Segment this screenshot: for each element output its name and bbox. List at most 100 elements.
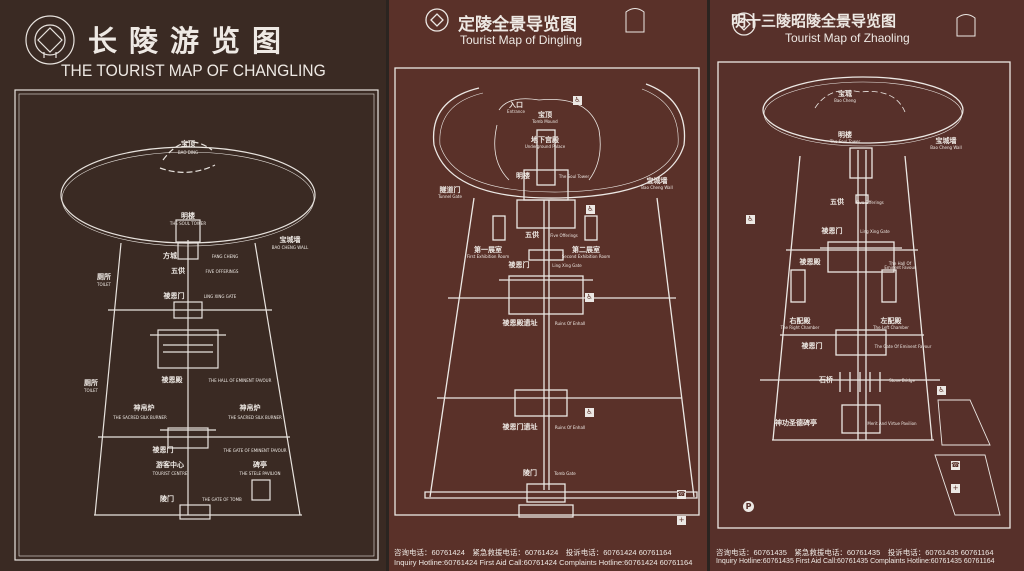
label-en: Tunnel Gate <box>438 194 462 199</box>
label-en: Ruins Of Enhall <box>554 321 586 326</box>
label-en: TOILET <box>84 388 98 393</box>
label-en: Tomb Gate <box>554 471 576 476</box>
label-cn: 明楼 <box>181 212 195 220</box>
label-en: Bao Cheng <box>834 98 856 103</box>
label-cn: 游客中心 <box>156 461 184 469</box>
page-title-en: THE TOURIST MAP OF CHANGLING <box>61 61 326 80</box>
dingling-sign: ♿︎ ♿ ♿ ♿ ☎ + 定陵全景导览图 Tourist Map of Ding… <box>389 0 707 571</box>
label-cn: 五供 <box>830 198 844 206</box>
label-en: The Right Chamber <box>780 325 820 330</box>
label-cn: 五供 <box>171 267 185 275</box>
page-title-en: Tourist Map of Zhaoling <box>785 31 910 45</box>
label-cn: 祾恩门 <box>152 446 174 454</box>
label-en: The Soul Tower <box>829 139 861 144</box>
page-title-cn: 长陵游览图 <box>88 24 294 58</box>
label-cn: 隧道门 <box>439 186 461 194</box>
label-cn: 地下宫殿 <box>531 136 559 144</box>
label-en: THE HALL OF EMINENT FAVOUR <box>208 378 272 383</box>
label-en: Underground Palace <box>524 144 566 149</box>
label-en: Ling Xing Gate <box>860 229 890 234</box>
label-cn: 石桥 <box>819 376 833 384</box>
toilet-icon: ♿︎ <box>573 96 582 105</box>
label-en: The Left Chamber <box>873 325 909 330</box>
footer-hotlines-en: Inquiry Hotline:60761424 First Aid Call:… <box>394 558 693 567</box>
label-cn: 左配殿 <box>880 317 902 325</box>
label-en: FIVE OFFERINGS <box>205 269 239 274</box>
label-cn: 碑亭 <box>253 461 267 469</box>
label-en: BAO CHENG WALL <box>271 245 309 250</box>
label-cn: 宝城墙 <box>935 137 957 145</box>
label-cn: 神帛炉 <box>133 404 155 412</box>
label-en: THE STELE PAVILION <box>239 471 281 476</box>
label-cn: 宝顶 <box>538 111 552 119</box>
label-cn: 第二展室 <box>572 246 600 254</box>
footer-hotlines-cn: 咨询电话：60761435 紧急救援电话：60761435 投诉电话：60761… <box>716 548 994 557</box>
label-en: The Hall Of Eminent Favour <box>884 261 916 270</box>
label-cn: 宝顶 <box>181 140 195 148</box>
label-cn: 方城 <box>163 252 177 260</box>
label-cn: 五供 <box>525 231 539 239</box>
footer-hotlines-en: Inquiry Hotline:60761435 First Aid Call:… <box>716 558 995 565</box>
label-cn: 祾恩门 <box>801 342 823 350</box>
label-en: FANG CHENG <box>211 254 239 259</box>
museum-logo <box>956 14 976 37</box>
label-en: THE SOUL TOWER <box>169 221 207 226</box>
label-en: THE SACRED SILK BURNER <box>113 415 167 420</box>
label-en: Tomb Mound <box>532 119 558 124</box>
world-heritage-emblem <box>425 8 449 32</box>
label-cn: 明楼 <box>838 131 852 139</box>
toilet-icon: ♿︎ <box>746 215 755 224</box>
label-en: TOURIST CENTRE <box>152 471 188 476</box>
label-cn: 神功圣德碑亭 <box>775 419 817 427</box>
first-aid-icon: + <box>951 484 960 493</box>
label-en: BAO DING <box>177 150 199 155</box>
page-title-en: Tourist Map of Dingling <box>460 33 583 47</box>
label-cn: 祾恩门遗址 <box>502 423 538 431</box>
world-heritage-emblem <box>732 12 756 36</box>
zhaoling-map-drawing <box>717 12 1011 529</box>
label-cn: 厕所 <box>84 379 98 387</box>
label-en: Five Offerings <box>856 200 884 205</box>
label-en: The Gate Of Eminent Favour <box>874 344 932 349</box>
parking-icon: P <box>743 501 754 512</box>
label-cn: 祾恩门 <box>821 227 843 235</box>
label-en: Five Offerings <box>550 233 578 238</box>
changling-sign: 长陵游览图 THE TOURIST MAP OF CHANGLING 宝顶 BA… <box>0 0 386 571</box>
label-en: Stone Bridge <box>889 378 915 383</box>
label-cn: 祾恩门 <box>163 292 185 300</box>
dingling-map-drawing <box>394 8 700 518</box>
page-title-cn: 明十三陵昭陵全景导览图 <box>731 12 897 30</box>
label-en: Ling Xing Gate <box>552 263 582 268</box>
zhaoling-sign: ♿︎ ♿︎ ☎ + P 明十三陵昭陵全景导览图 Tourist Map of Z… <box>710 0 1024 571</box>
label-cn: 右配殿 <box>789 317 811 325</box>
wheelchair-icon: ♿ <box>585 408 594 417</box>
label-en: Second Exhibition Room <box>561 254 611 259</box>
label-cn: 入口 <box>509 101 523 109</box>
label-cn: 陵门 <box>523 469 537 477</box>
label-cn: 宝城墙 <box>279 236 301 244</box>
label-en: Bao Cheng Wall <box>641 185 673 190</box>
label-en: TOILET <box>97 282 111 287</box>
label-en: The Soul Tower <box>558 174 590 179</box>
label-en: Bao Cheng Wall <box>930 145 962 150</box>
wheelchair-icon: ♿ <box>586 205 595 214</box>
label-en: Entrance <box>507 109 525 114</box>
label-cn: 宝城墙 <box>646 177 668 185</box>
label-cn: 祾恩门 <box>508 261 530 269</box>
changling-map-drawing <box>14 15 379 561</box>
wheelchair-icon: ♿ <box>585 293 594 302</box>
label-cn: 祾恩殿 <box>799 258 821 266</box>
label-cn: 第一展室 <box>474 246 502 254</box>
label-en: THE GATE OF TOMB <box>202 497 242 502</box>
label-cn: 陵门 <box>160 495 174 503</box>
phone-icon: ☎ <box>951 461 960 470</box>
label-en: Ruins Of Enhall <box>554 425 586 430</box>
label-cn: 厕所 <box>97 273 111 281</box>
first-aid-icon: + <box>677 516 686 525</box>
label-cn: 神帛炉 <box>239 404 261 412</box>
footer-hotlines-cn: 咨询电话：60761424 紧急救援电话：60761424 投诉电话：60761… <box>394 548 672 557</box>
museum-logo <box>625 8 645 33</box>
page-title-cn: 定陵全景导览图 <box>458 15 577 35</box>
phone-icon: ☎ <box>677 490 686 499</box>
world-heritage-emblem <box>25 15 75 65</box>
